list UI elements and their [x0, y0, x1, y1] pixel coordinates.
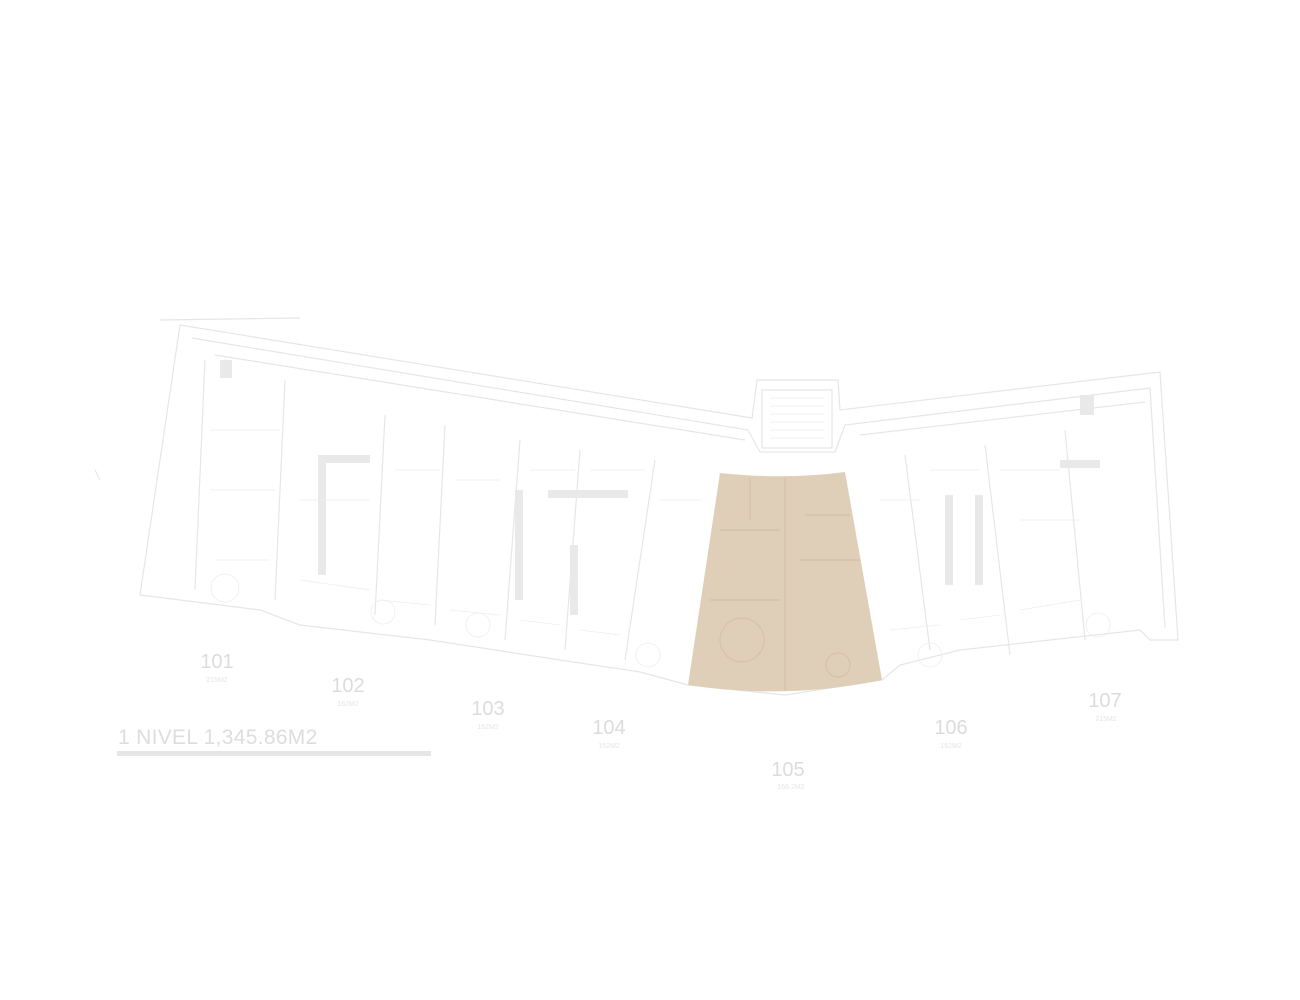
- building-outline: [94, 317, 1179, 696]
- unit-105-highlight[interactable]: [688, 472, 882, 692]
- unit-label-106[interactable]: 106 162M2: [934, 717, 967, 750]
- unit-area: 162M2: [477, 724, 499, 731]
- unit-number: 103: [471, 698, 504, 720]
- unit-number: 107: [1088, 690, 1121, 712]
- unit-number: 104: [592, 717, 625, 739]
- unit-area: 215M2: [1095, 716, 1117, 723]
- unit-number: 102: [331, 675, 364, 697]
- unit-105-furniture: [710, 478, 860, 690]
- unit-area: 162M2: [940, 743, 962, 750]
- unit-area: 162M2: [598, 743, 620, 750]
- unit-label-107[interactable]: 107 215M2: [1088, 690, 1121, 723]
- unit-area: 162M2: [337, 701, 359, 708]
- unit-label-102[interactable]: 102 162M2: [331, 675, 364, 708]
- unit-area: 215M2: [206, 677, 228, 684]
- unit-number: 101: [200, 651, 233, 673]
- unit-label-101[interactable]: 101 215M2: [200, 651, 233, 684]
- unit-label-105[interactable]: 105 166.2M2: [771, 759, 804, 791]
- unit-walls: [194, 359, 1111, 668]
- unit-area: 166.2M2: [777, 784, 804, 791]
- level-underline: [117, 751, 431, 756]
- level-area-label: 1 NIVEL 1,345.86M2: [118, 726, 318, 749]
- unit-label-104[interactable]: 104 162M2: [592, 717, 625, 750]
- unit-label-103[interactable]: 103 162M2: [471, 698, 504, 731]
- unit-number: 106: [934, 717, 967, 739]
- unit-number: 105: [771, 759, 804, 781]
